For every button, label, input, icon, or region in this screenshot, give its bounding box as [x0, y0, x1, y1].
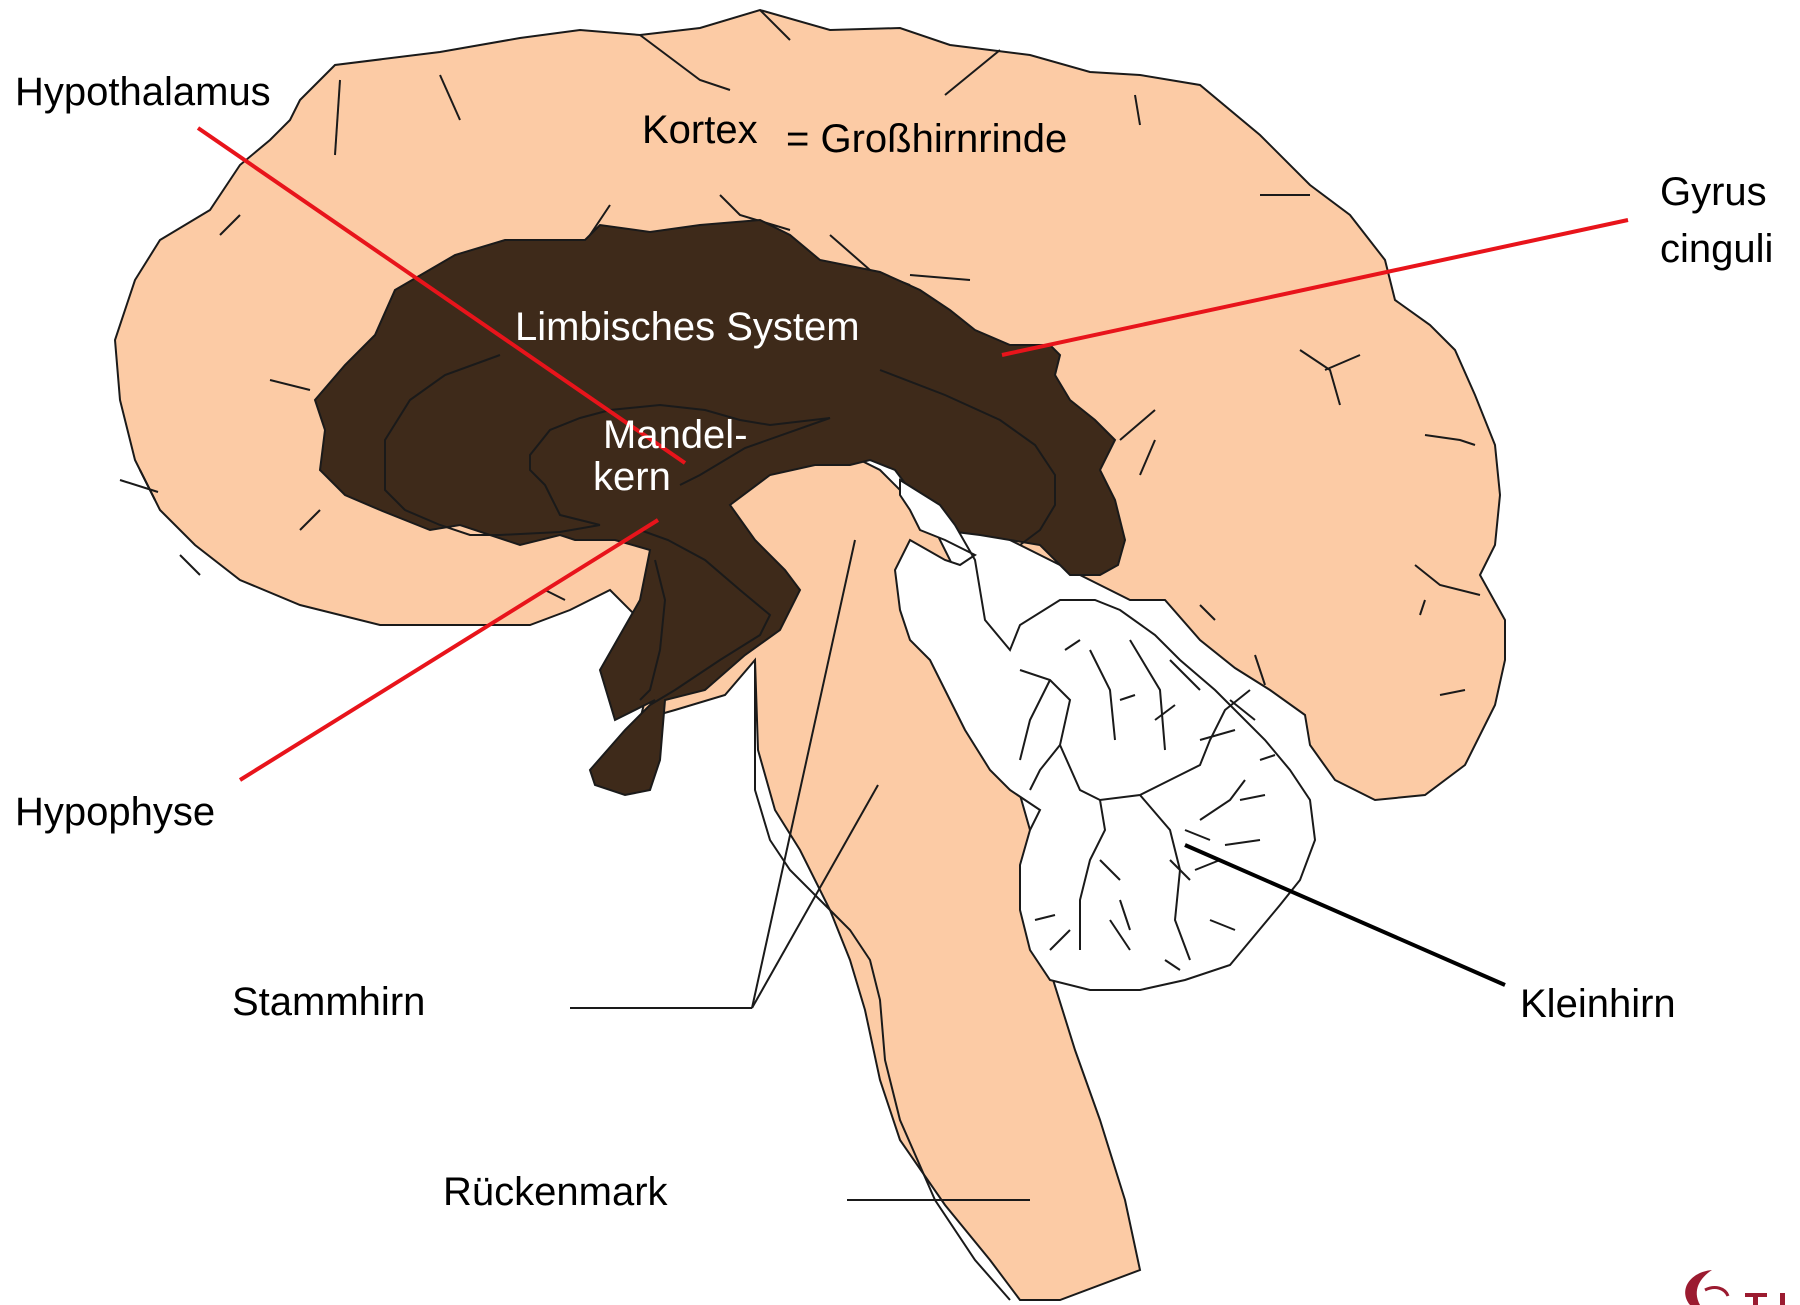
label-kleinhirn: Kleinhirn — [1520, 982, 1676, 1026]
label-cinguli: cinguli — [1660, 227, 1773, 271]
cortex-region — [115, 10, 1505, 1300]
label-gyrus: Gyrus — [1660, 170, 1767, 214]
label-kortex: Kortex — [642, 108, 758, 152]
label-hypophyse: Hypophyse — [15, 790, 215, 834]
label-mandelkern-1: Mandel- — [603, 413, 748, 457]
label-rueckenmark: Rückenmark — [443, 1170, 669, 1214]
label-grosshirnrinde: = Großhirnrinde — [786, 117, 1067, 161]
label-hypothalamus: Hypothalamus — [15, 70, 271, 114]
label-limbisches-system: Limbisches System — [515, 305, 860, 349]
university-logo-icon — [1685, 1270, 1785, 1305]
label-stammhirn: Stammhirn — [232, 980, 425, 1024]
label-mandelkern-2: kern — [593, 455, 671, 499]
